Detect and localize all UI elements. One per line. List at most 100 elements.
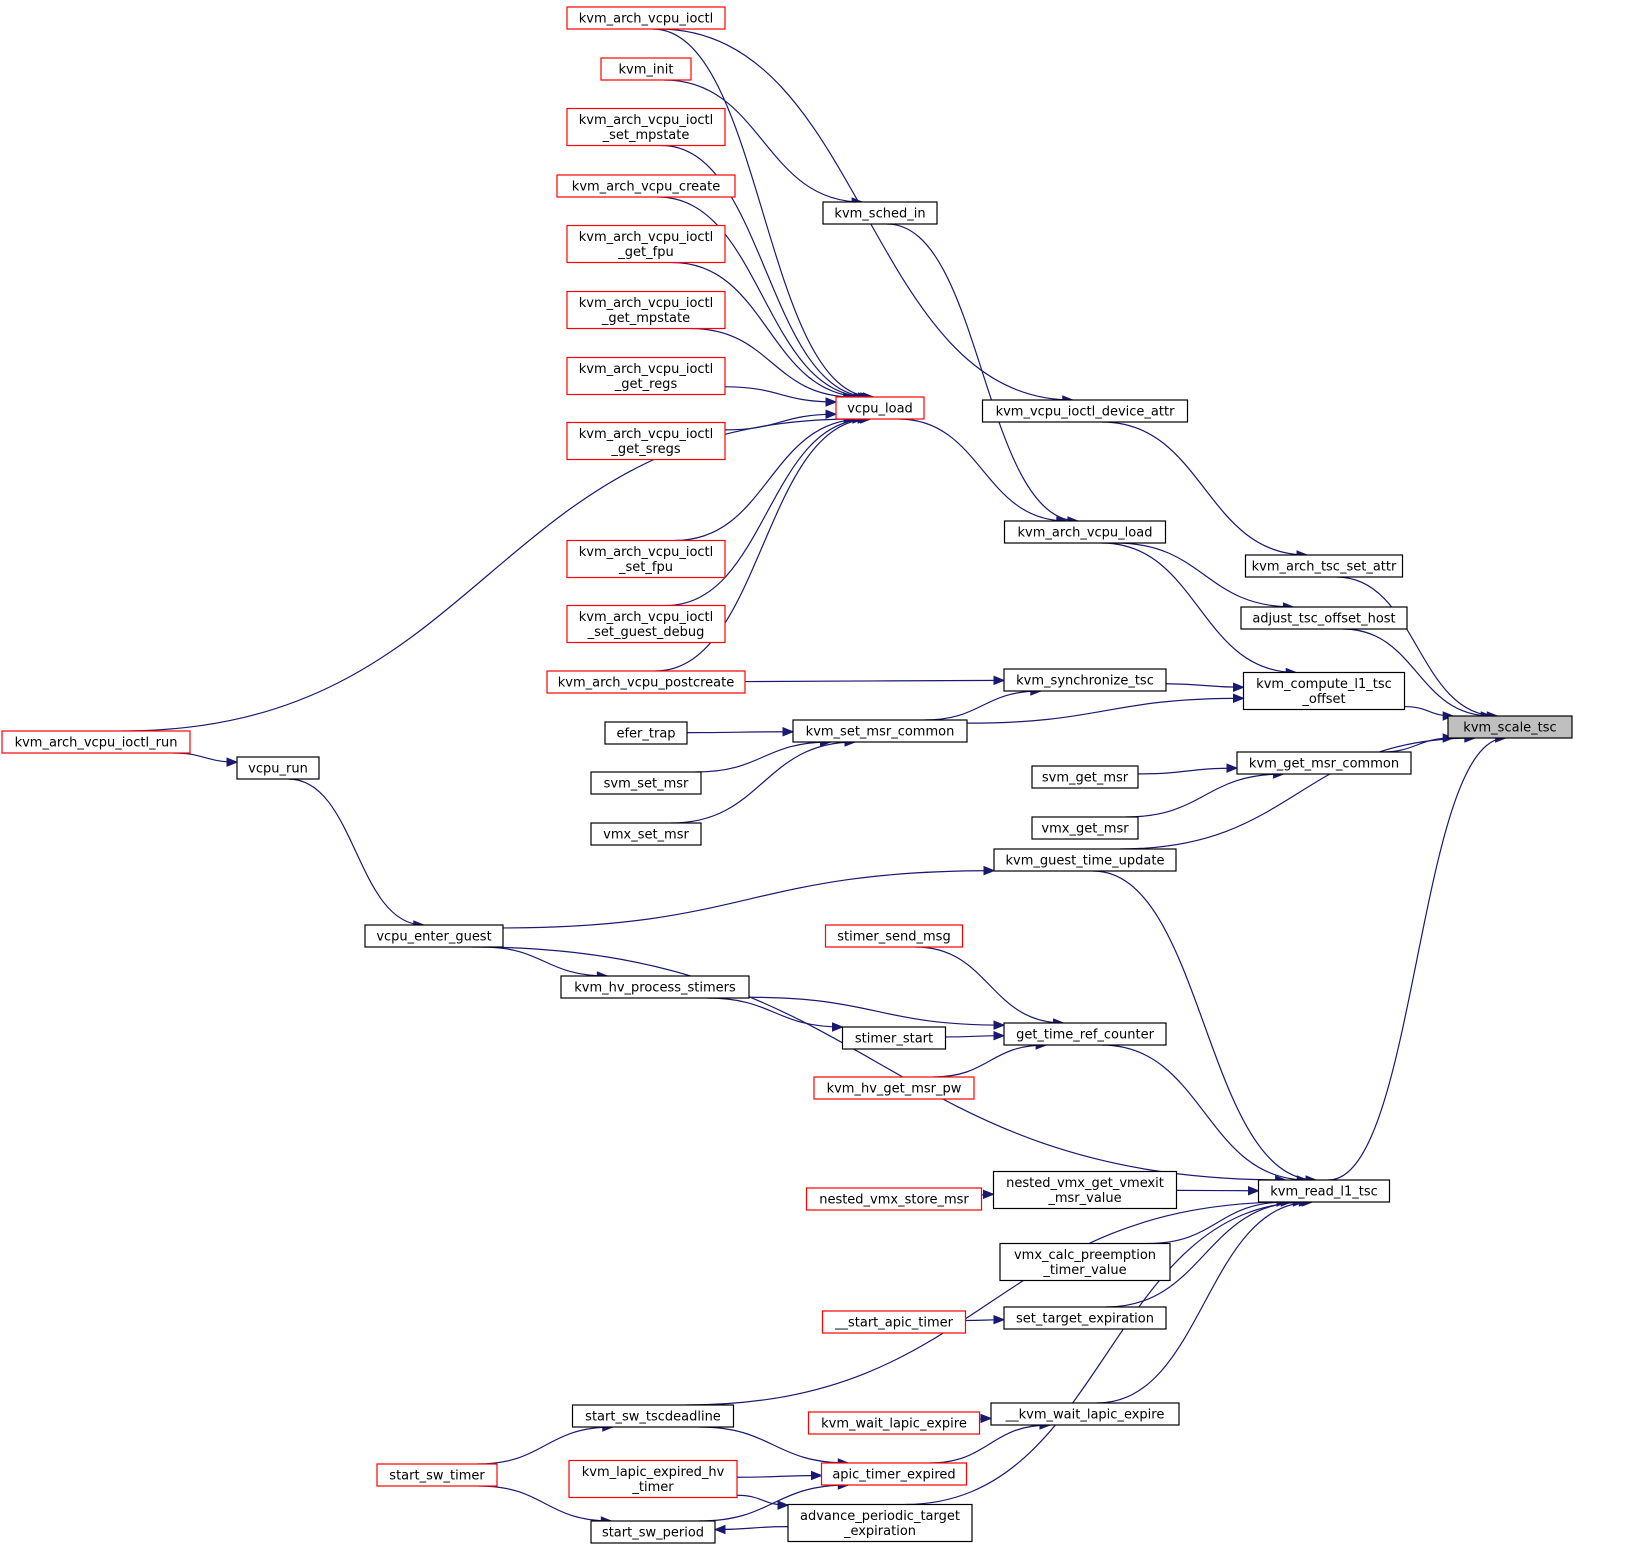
edge-efer-trap-to-kvm-set-msr-common bbox=[686, 731, 794, 734]
node-kvm-arch-vcpu-postcreate[interactable]: kvm_arch_vcpu_postcreate bbox=[546, 670, 746, 694]
node-kvm-synchronize-tsc[interactable]: kvm_synchronize_tsc bbox=[1003, 668, 1167, 692]
node-box bbox=[556, 174, 736, 198]
node-kvm-arch-vcpu-ioctl-set-guest-debug[interactable]: kvm_arch_vcpu_ioctl_set_guest_debug bbox=[566, 604, 726, 644]
node-kvm-arch-tsc-set-attr[interactable]: kvm_arch_tsc_set_attr bbox=[1244, 554, 1404, 578]
node-kvm-hv-process-stimers[interactable]: kvm_hv_process_stimers bbox=[560, 975, 750, 999]
edge-kvm-arch-vcpu-ioctl-get-mpstate-to-vcpu-load bbox=[690, 327, 854, 398]
node-label: start_sw_period bbox=[602, 1526, 704, 1541]
node-svm-get-msr[interactable]: svm_get_msr bbox=[1031, 765, 1139, 789]
node-kvm-arch-vcpu-ioctl-get-mpstate[interactable]: kvm_arch_vcpu_ioctl_get_mpstate bbox=[566, 290, 726, 330]
node-label: kvm_init bbox=[619, 63, 674, 78]
node-start-sw-timer[interactable]: start_sw_timer bbox=[376, 1463, 498, 1487]
node-kvm-compute-l1-tsc-offset[interactable]: kvm_compute_l1_tsc_offset bbox=[1242, 671, 1406, 711]
node-kvm-set-msr-common[interactable]: kvm_set_msr_common bbox=[792, 719, 968, 743]
edge-vmx-get-msr-to-kvm-get-msr-common bbox=[1125, 773, 1284, 818]
node-kvm-arch-vcpu-ioctl-set-fpu[interactable]: kvm_arch_vcpu_ioctl_set_fpu bbox=[566, 539, 726, 579]
node-vmx-set-msr[interactable]: vmx_set_msr bbox=[590, 822, 702, 846]
node-kvm-arch-vcpu-ioctl-get-regs[interactable]: kvm_arch_vcpu_ioctl_get_regs bbox=[566, 356, 726, 396]
node-box bbox=[1, 730, 191, 754]
node-box bbox=[364, 924, 504, 948]
node-kvm-lapic-expired-hv-timer[interactable]: kvm_lapic_expired_hv_timer bbox=[568, 1459, 738, 1499]
node-label: _expiration bbox=[843, 1524, 916, 1539]
node-vcpu-enter-guest[interactable]: vcpu_enter_guest bbox=[364, 924, 504, 948]
node-nested-vmx-get-vmexit-msr-value[interactable]: nested_vmx_get_vmexit_msr_value bbox=[992, 1170, 1178, 1210]
node-start-sw-period[interactable]: start_sw_period bbox=[590, 1520, 716, 1544]
edge-vcpu-enter-guest-to-kvm-guest-time-update bbox=[502, 870, 995, 929]
node-box bbox=[236, 756, 320, 780]
node-label: kvm_arch_vcpu_ioctl bbox=[579, 545, 714, 560]
node-adjust-tsc-offset-host[interactable]: adjust_tsc_offset_host bbox=[1240, 606, 1408, 630]
node-box bbox=[841, 1026, 947, 1050]
node-stimer-send-msg[interactable]: stimer_send_msg bbox=[824, 924, 964, 948]
node-box bbox=[590, 1520, 716, 1544]
node-kvm-read-l1-tsc[interactable]: kvm_read_l1_tsc bbox=[1257, 1179, 1391, 1203]
node-label: kvm_scale_tsc bbox=[1463, 721, 1556, 736]
node-efer-trap[interactable]: efer_trap bbox=[604, 721, 688, 745]
node-stimer-start[interactable]: stimer_start bbox=[841, 1026, 947, 1050]
edge-kvm-arch-vcpu-ioctl-set-fpu-to-vcpu-load bbox=[674, 418, 863, 542]
node-kvm-wait-lapic-expire[interactable]: __kvm_wait_lapic_expire bbox=[990, 1402, 1180, 1426]
edge-kvm-set-msr-common-to-kvm-synchronize-tsc bbox=[924, 690, 1041, 721]
edge-svm-set-msr-to-kvm-set-msr-common bbox=[695, 741, 831, 773]
edge-kvm-lapic-expired-hv-timer-to-apic-timer-expired bbox=[736, 1474, 822, 1478]
node-box bbox=[1003, 668, 1167, 692]
node-box bbox=[566, 224, 726, 264]
node-kvm-vcpu-ioctl-device-attr[interactable]: kvm_vcpu_ioctl_device_attr bbox=[981, 399, 1189, 423]
node-label: _timer_value bbox=[1042, 1263, 1126, 1278]
node-vcpu-load[interactable]: vcpu_load bbox=[835, 396, 925, 420]
node-start-apic-timer[interactable]: __start_apic_timer bbox=[821, 1310, 967, 1334]
node-kvm-init[interactable]: kvm_init bbox=[600, 57, 692, 81]
edge-vcpu-run-to-vcpu-enter-guest bbox=[288, 778, 424, 926]
node-label: kvm_arch_vcpu_ioctl bbox=[579, 296, 714, 311]
edge-kvm-read-l1-tsc-to-kvm-scale-tsc bbox=[1328, 737, 1506, 1181]
node-kvm-wait-lapic-expire[interactable]: kvm_wait_lapic_expire bbox=[807, 1411, 981, 1435]
node-label: _set_fpu bbox=[618, 560, 673, 575]
node-kvm-arch-vcpu-load[interactable]: kvm_arch_vcpu_load bbox=[1003, 520, 1167, 544]
node-kvm-sched-in[interactable]: kvm_sched_in bbox=[822, 201, 938, 225]
edge-start-sw-timer-to-start-sw-period bbox=[478, 1485, 612, 1522]
edge-kvm-guest-time-update-to-kvm-scale-tsc bbox=[1120, 737, 1475, 850]
edge-kvm-arch-vcpu-load-to-kvm-compute-l1-tsc-offset bbox=[1101, 542, 1297, 674]
node-box bbox=[1447, 715, 1573, 739]
edge-kvm-init-to-kvm-sched-in bbox=[663, 79, 863, 203]
node-kvm-arch-vcpu-ioctl-set-mpstate[interactable]: kvm_arch_vcpu_ioctl_set_mpstate bbox=[566, 107, 726, 147]
node-label: stimer_start bbox=[855, 1032, 933, 1047]
node-get-time-ref-counter[interactable]: get_time_ref_counter bbox=[1003, 1022, 1167, 1046]
node-kvm-arch-vcpu-ioctl[interactable]: kvm_arch_vcpu_ioctl bbox=[566, 6, 726, 30]
node-box bbox=[822, 201, 938, 225]
edge-kvm-arch-vcpu-postcreate-to-kvm-synchronize-tsc bbox=[744, 679, 1005, 683]
node-set-target-expiration[interactable]: set_target_expiration bbox=[1003, 1306, 1167, 1330]
node-vcpu-run[interactable]: vcpu_run bbox=[236, 756, 320, 780]
node-kvm-arch-vcpu-ioctl-get-sregs[interactable]: kvm_arch_vcpu_ioctl_get_sregs bbox=[566, 421, 726, 461]
function-nodes: kvm_scale_tsc kvm_arch_tsc_set_attradjust… bbox=[1, 6, 1573, 1544]
node-kvm-get-msr-common[interactable]: kvm_get_msr_common bbox=[1236, 751, 1412, 775]
node-box bbox=[1257, 1179, 1391, 1203]
edge-kvm-arch-vcpu-ioctl-set-guest-debug-to-vcpu-load bbox=[666, 418, 869, 607]
node-label: kvm_arch_vcpu_ioctl bbox=[579, 12, 714, 27]
node-vmx-calc-preemption-timer-value[interactable]: vmx_calc_preemption_timer_value bbox=[999, 1242, 1171, 1282]
arrow-head bbox=[782, 727, 795, 737]
arrow-head bbox=[825, 397, 838, 407]
node-kvm-guest-time-update[interactable]: kvm_guest_time_update bbox=[993, 848, 1177, 872]
node-kvm-hv-get-msr-pw[interactable]: kvm_hv_get_msr_pw bbox=[813, 1076, 975, 1100]
node-label: _msr_value bbox=[1047, 1191, 1121, 1206]
node-vmx-get-msr[interactable]: vmx_get_msr bbox=[1031, 816, 1139, 840]
node-advance-periodic-target-expiration[interactable]: advance_periodic_target_expiration bbox=[787, 1503, 973, 1543]
node-apic-timer-expired[interactable]: apic_timer_expired bbox=[820, 1462, 968, 1486]
node-label: kvm_lapic_expired_hv bbox=[582, 1465, 725, 1480]
node-box bbox=[824, 924, 964, 948]
node-kvm-arch-vcpu-ioctl-run[interactable]: kvm_arch_vcpu_ioctl_run bbox=[1, 730, 191, 754]
node-kvm-arch-vcpu-ioctl-get-fpu[interactable]: kvm_arch_vcpu_ioctl_get_fpu bbox=[566, 224, 726, 264]
edge-get-time-ref-counter-to-kvm-read-l1-tsc bbox=[1101, 1044, 1308, 1181]
node-kvm-arch-vcpu-create[interactable]: kvm_arch_vcpu_create bbox=[556, 174, 736, 198]
node-nested-vmx-store-msr[interactable]: nested_vmx_store_msr bbox=[805, 1187, 983, 1211]
node-label: kvm_arch_vcpu_ioctl bbox=[579, 113, 714, 128]
node-box bbox=[568, 1459, 738, 1499]
node-svm-set-msr[interactable]: svm_set_msr bbox=[590, 771, 702, 795]
arrow-head bbox=[980, 1413, 993, 1424]
node-label: stimer_send_msg bbox=[837, 930, 950, 945]
node-kvm-scale-tsc[interactable]: kvm_scale_tsc bbox=[1447, 715, 1573, 739]
node-label: adjust_tsc_offset_host bbox=[1252, 612, 1395, 627]
node-start-sw-tscdeadline[interactable]: start_sw_tscdeadline bbox=[571, 1404, 735, 1428]
node-box bbox=[805, 1187, 983, 1211]
